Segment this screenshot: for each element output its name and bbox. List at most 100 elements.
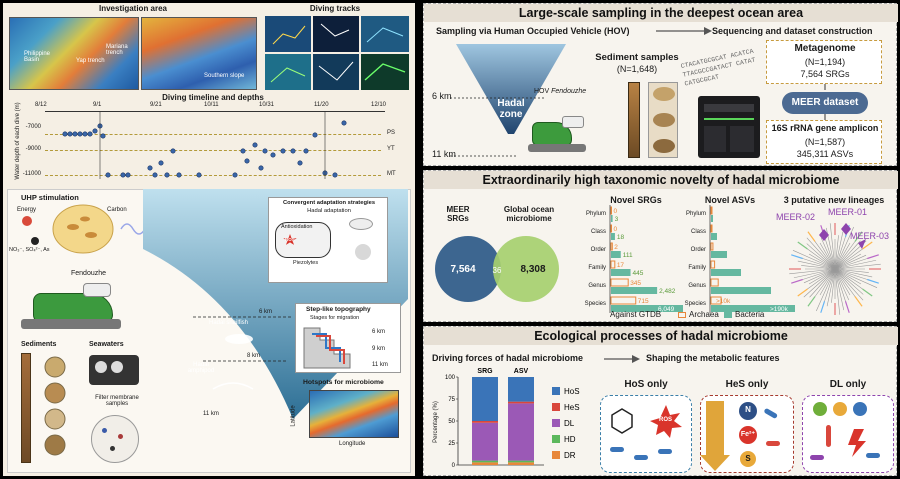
timeline-date-6: 12/10 (371, 102, 387, 108)
sediment-core-left (21, 353, 31, 463)
filter-membrane (91, 415, 139, 463)
hes-icons (700, 401, 780, 471)
hes-sediment-depth: Sediment depth (723, 406, 731, 455)
trench-depth-6: 6 km (259, 309, 273, 315)
section-sampling: Large-scale sampling in the deepest ocea… (423, 3, 898, 166)
s2-venn-right: 8,308 (520, 264, 546, 275)
asv-bar-archaea (710, 206, 713, 215)
uhp-energy: Energy (17, 207, 37, 213)
rank-family-asv: Family (688, 265, 706, 271)
s1-depth-6: 6 km (432, 91, 452, 101)
s2-venn-mid: 36 (492, 266, 502, 275)
s2-novel-srg-title: Novel SRGs (610, 195, 662, 205)
srg-bar-archaea (610, 296, 637, 305)
srg-bar-bacteria (611, 305, 683, 312)
s1-amplicon: 16S rRNA gene amplicon (771, 123, 879, 133)
s2-against: Against GTDB (610, 310, 662, 319)
s1-sequencer (698, 96, 760, 158)
srg-bar-bacteria (611, 269, 631, 276)
hos-ros: ROS (659, 417, 673, 423)
trench-depth-11: 11 km (203, 411, 219, 417)
left-panel: Investigation area Philippine Basin Yap … (3, 3, 415, 476)
timeline-date-1: 9/1 (93, 102, 102, 108)
section-ecology: Ecological processes of hadal microbiome… (423, 326, 898, 476)
rank-phylum-asv: Phylum (685, 211, 706, 217)
s2-venn-left: 7,564 (450, 264, 476, 275)
hes-fe-label: Fe²⁺ (740, 431, 756, 438)
srg-bar-archaea (610, 260, 616, 269)
uhp-title: UHP stimulation (21, 193, 79, 202)
srg-bar-archaea (610, 206, 612, 215)
s1-amplicon-n: (N=1,587) (804, 137, 846, 147)
diving-tracks-grid (265, 16, 409, 92)
srg-label-bacteria: 445 (633, 270, 644, 277)
rank-class-asv: Class (690, 229, 706, 235)
s1-metagenome: Metagenome (794, 43, 856, 54)
ref-line-mt (45, 175, 381, 176)
s3-driving-title: Driving forces of hadal microbiome (432, 353, 584, 363)
ref-label-yt: YT (387, 146, 395, 152)
ref-label-ps: PS (387, 130, 396, 136)
stack-segment (508, 403, 534, 461)
stack-legend-label: HD (564, 435, 576, 444)
s1-arrow (656, 27, 712, 35)
map-label-philippine: Philippine Basin (24, 51, 51, 63)
s1-meer-dataset: MEER dataset (782, 92, 868, 114)
srg-bar-archaea (610, 242, 613, 251)
asv-bar-archaea (710, 278, 719, 287)
map-overview: Philippine Basin Yap trench Mariana tren… (9, 17, 139, 90)
srg-bar-bacteria (611, 287, 658, 294)
hes-s-label: S (745, 454, 751, 463)
rank-species-asv: Species (684, 301, 706, 307)
asv-bar-archaea (710, 296, 722, 305)
srg-label-bacteria: 111 (623, 252, 633, 259)
s2-novel-asv-title: Novel ASVs (704, 195, 756, 205)
stack-segment (472, 377, 498, 421)
s2-meer02: MEER-02 (776, 212, 816, 222)
legend-bacteria: Bacteria (735, 310, 765, 319)
filter-label: Filter membrane samples (95, 395, 139, 407)
s1-amplicon-box: 16S rRNA gene amplicon (N=1,587) 345,311… (766, 120, 882, 164)
rank-class: Class (590, 229, 606, 235)
hov-illustration-left (13, 279, 137, 335)
s2-meer03: MEER-03 (850, 231, 890, 241)
srg-label-bacteria: 3 (615, 216, 619, 223)
latitude-label: Latitude (290, 405, 297, 427)
hes-n-label: N (745, 405, 751, 414)
timeline-date-3: 10/11 (204, 102, 219, 108)
timeline-date-0: 8/12 (35, 102, 47, 108)
ros-left: ROS (285, 237, 295, 242)
sediments-label: Sediments (21, 341, 57, 348)
stack-segment (472, 462, 498, 465)
srg-bar-archaea (610, 224, 612, 233)
stack-ytick-label: 50 (448, 419, 455, 425)
s1-sediment-tray (648, 82, 678, 158)
section-novelty: Extraordinarily high taxonomic novelty o… (423, 170, 898, 322)
timeline-ytick-0: -7000 (25, 124, 41, 130)
sediment-dishes (44, 356, 66, 456)
s1-metagenome-srg: 7,564 SRGs (800, 69, 850, 79)
rank-order-asv: Order (690, 247, 706, 253)
s2-global-label: Global ocean microbiome (503, 205, 555, 223)
step-depth-6: 6 km (372, 329, 386, 335)
piezolytes: Piezolytes (293, 260, 319, 266)
hos-only: HoS only (624, 379, 668, 390)
stack-legend-swatch (552, 419, 560, 427)
map-label-mariana: Mariana trench (106, 44, 128, 56)
stack-segment (508, 460, 534, 463)
stack-category-label: SRG (477, 368, 493, 375)
stack-segment (508, 462, 534, 465)
dl-icons (810, 402, 880, 460)
s1-hov-vehicle (528, 112, 590, 156)
hes-only: HeS only (725, 379, 769, 390)
s1-trench (450, 44, 566, 157)
srg-bar-bacteria (611, 233, 615, 240)
asv-bar-archaea (710, 224, 713, 233)
hotspot-map (309, 390, 399, 438)
step-depth-9: 9 km (372, 346, 386, 352)
stack-legend-label: DR (564, 451, 576, 460)
hov-name-left: Fendouzhe (71, 270, 107, 277)
uhp-carbon: Carbon (107, 207, 127, 213)
s1-hov-prefix: HOV (534, 88, 550, 95)
